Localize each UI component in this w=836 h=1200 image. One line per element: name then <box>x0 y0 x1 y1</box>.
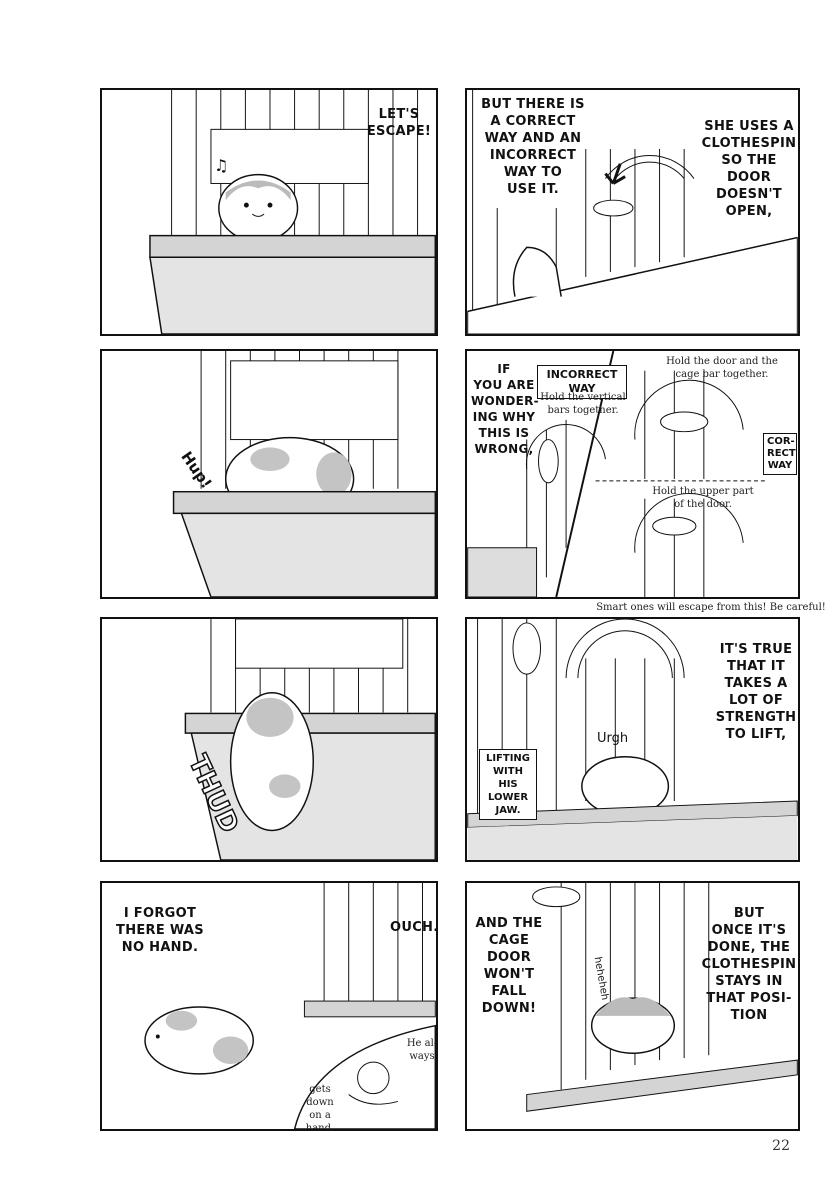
label-incorrect-way: INCORRECT WAY <box>537 365 627 399</box>
panel-1: LET'S ESCAPE! ♫ <box>100 88 438 336</box>
panel-8-art <box>526 883 798 1112</box>
caption-no-hand: I FORGOT THERE WAS NO HAND. <box>116 906 204 955</box>
panel-4: IF YOU ARE WONDER- ING WHY THIS IS WRONG… <box>465 349 800 599</box>
panel-6-art <box>467 619 798 860</box>
speech-ouch: OUCH. <box>390 920 438 935</box>
panel-7-art <box>144 883 436 1129</box>
panel-2: BUT THERE IS A CORRECT WAY AND AN INCORR… <box>465 88 800 336</box>
caption-clothespin-door: SHE USES A CLOTHESPIN SO THE DOOR DOESN'… <box>701 119 797 219</box>
panel-7: I FORGOT THERE WAS NO HAND. OUCH. He al-… <box>100 881 438 1131</box>
panel-2-art <box>467 90 798 334</box>
panel-3-art <box>172 351 436 597</box>
label-correct-way: COR- RECT WAY <box>763 433 797 475</box>
caption-clothespin-stays: BUT ONCE IT'S DONE, THE CLOTHESPIN STAYS… <box>701 906 797 1023</box>
panel-3: Hup! <box>100 349 438 599</box>
label-lower-jaw: LIFTING WITH HIS LOWER JAW. <box>479 749 537 820</box>
caption-strength-to-lift: IT'S TRUE THAT IT TAKES A LOT OF STRENGT… <box>715 642 797 742</box>
caption-door-wont-fall: AND THE CAGE DOOR WON'T FALL DOWN! <box>475 916 543 1016</box>
panel-6: IT'S TRUE THAT IT TAKES A LOT OF STRENGT… <box>465 617 800 862</box>
music-note-icon: ♫ <box>214 156 229 175</box>
panel-1-art <box>149 90 436 334</box>
note-hold-upper-part: Hold the upper part of the door. <box>652 486 754 510</box>
note-gets-down-on-a-hand: gets down on a hand. <box>305 1084 335 1131</box>
note-hold-door-and-bar: Hold the door and the cage bar together. <box>666 356 778 380</box>
note-he-always: He al- ways <box>406 1038 438 1062</box>
panel-5: THUD <box>100 617 438 862</box>
caption-correct-incorrect-way: BUT THERE IS A CORRECT WAY AND AN INCORR… <box>481 97 585 197</box>
note-hold-vertical-bars: Hold the vertical bars together. <box>540 392 626 416</box>
panel-8: AND THE CAGE DOOR WON'T FALL DOWN! BUT O… <box>465 881 800 1131</box>
caption-if-wondering: IF YOU ARE WONDER- ING WHY THIS IS WRONG… <box>471 362 539 456</box>
sfx-urgh: Urgh <box>597 731 629 746</box>
page-number: 22 <box>772 1138 790 1154</box>
panel-4-art <box>467 351 768 597</box>
panel-5-art <box>184 619 436 860</box>
speech-lets-escape: LET'S ESCAPE! <box>366 107 432 139</box>
note-smart-ones-escape: Smart ones will escape from this! Be car… <box>596 602 826 613</box>
